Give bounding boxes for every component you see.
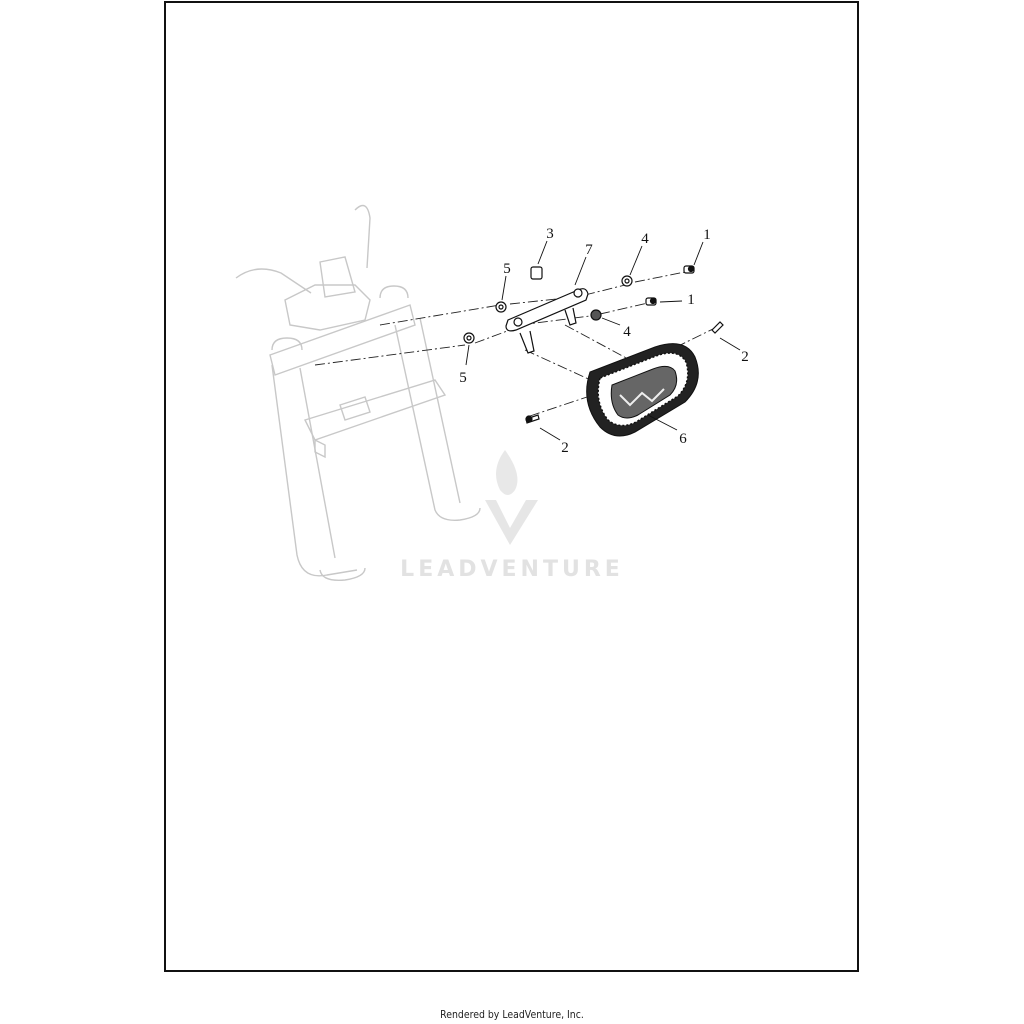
nut-4-lower bbox=[590, 309, 602, 321]
headlamp-6 bbox=[586, 343, 699, 437]
nut-5-upper bbox=[495, 301, 507, 313]
screw-2-lower bbox=[525, 414, 540, 424]
callout-leaders bbox=[465, 240, 741, 441]
callout-1-upper: 1 bbox=[703, 227, 711, 243]
callout-2-lower: 2 bbox=[561, 440, 569, 456]
callout-3: 3 bbox=[546, 226, 554, 242]
front-fork-ghost bbox=[235, 204, 481, 581]
callout-labels: 1 1 2 2 3 4 4 5 5 6 7 bbox=[459, 226, 749, 456]
callout-5-upper: 5 bbox=[503, 261, 511, 277]
bolt-1-upper bbox=[683, 265, 695, 274]
hardware-parts bbox=[463, 265, 724, 424]
leadventure-watermark: LEADVENTURE bbox=[400, 450, 624, 582]
callout-5-lower: 5 bbox=[459, 370, 467, 386]
callout-4-upper: 4 bbox=[641, 231, 649, 247]
nut-4-upper bbox=[621, 275, 633, 287]
callout-1-lower: 1 bbox=[687, 292, 695, 308]
bracket-7 bbox=[505, 288, 589, 354]
nut-5-lower bbox=[463, 332, 475, 344]
assembly-leader-lines bbox=[314, 271, 716, 417]
footer-credit: Rendered by LeadVenture, Inc. bbox=[440, 1008, 584, 1021]
callout-6: 6 bbox=[679, 431, 687, 447]
callout-4-lower: 4 bbox=[623, 324, 631, 340]
callout-7: 7 bbox=[585, 242, 593, 258]
diagram-frame bbox=[164, 1, 859, 972]
callout-2-upper: 2 bbox=[741, 349, 749, 365]
spacer-3 bbox=[530, 266, 543, 280]
bolt-1-lower bbox=[645, 297, 657, 306]
watermark-text: LEADVENTURE bbox=[400, 557, 624, 582]
screw-2-upper bbox=[711, 321, 724, 334]
